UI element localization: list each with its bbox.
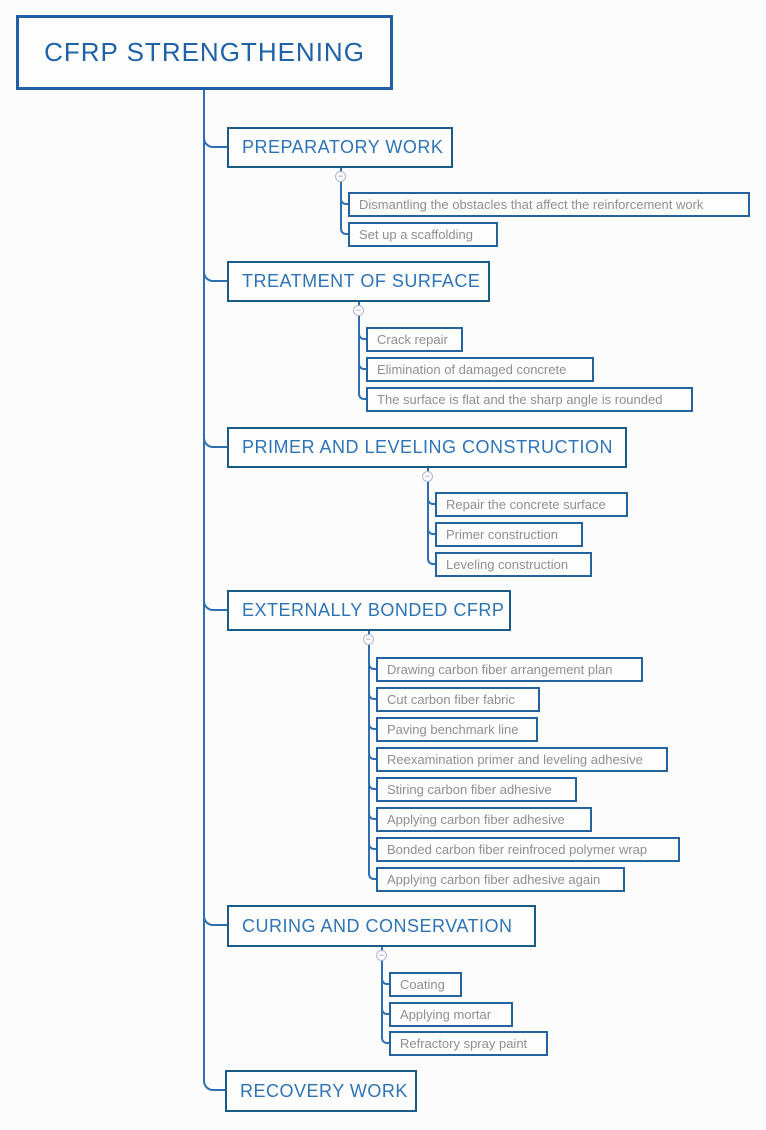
subtopic-node[interactable]: Repair the concrete surface — [435, 492, 628, 517]
collapse-icon[interactable]: − — [422, 471, 433, 482]
collapse-icon[interactable]: − — [353, 305, 364, 316]
collapse-icon[interactable]: − — [376, 950, 387, 961]
subtopic-node[interactable]: Leveling construction — [435, 552, 592, 577]
topic-node[interactable]: PREPARATORY WORK — [227, 127, 453, 168]
subtopic-node[interactable]: Bonded carbon fiber reinfroced polymer w… — [376, 837, 680, 862]
topic-node[interactable]: TREATMENT OF SURFACE — [227, 261, 490, 302]
branch-connector — [340, 168, 350, 235]
subtopic-node[interactable]: Crack repair — [366, 327, 463, 352]
collapse-icon[interactable]: − — [335, 171, 346, 182]
topic-node[interactable]: CURING AND CONSERVATION — [227, 905, 536, 947]
subtopic-node[interactable]: Reexamination primer and leveling adhesi… — [376, 747, 668, 772]
topic-node[interactable]: RECOVERY WORK — [225, 1070, 417, 1112]
subtopic-node[interactable]: Applying carbon fiber adhesive again — [376, 867, 625, 892]
subtopic-node[interactable]: Paving benchmark line — [376, 717, 538, 742]
subtopic-node[interactable]: Stiring carbon fiber adhesive — [376, 777, 577, 802]
subtopic-node[interactable]: Set up a scaffolding — [348, 222, 498, 247]
subtopic-node[interactable]: Primer construction — [435, 522, 583, 547]
branch-connector — [358, 302, 368, 400]
trunk-connector — [203, 90, 227, 1091]
subtopic-node[interactable]: Applying mortar — [389, 1002, 513, 1027]
subtopic-node[interactable]: Dismantling the obstacles that affect th… — [348, 192, 750, 217]
subtopic-node[interactable]: Cut carbon fiber fabric — [376, 687, 540, 712]
branch-connector — [368, 631, 378, 880]
branch-connector — [381, 947, 391, 1044]
subtopic-node[interactable]: Applying carbon fiber adhesive — [376, 807, 592, 832]
subtopic-node[interactable]: Drawing carbon fiber arrangement plan — [376, 657, 643, 682]
topic-node[interactable]: EXTERNALLY BONDED CFRP — [227, 590, 511, 631]
subtopic-node[interactable]: Refractory spray paint — [389, 1031, 548, 1056]
subtopic-node[interactable]: Elimination of damaged concrete — [366, 357, 594, 382]
branch-connector — [427, 468, 437, 565]
root-topic-node[interactable]: CFRP STRENGTHENING — [16, 15, 393, 90]
topic-node[interactable]: PRIMER AND LEVELING CONSTRUCTION — [227, 427, 627, 468]
subtopic-node[interactable]: The surface is flat and the sharp angle … — [366, 387, 693, 412]
collapse-icon[interactable]: − — [363, 634, 374, 645]
subtopic-node[interactable]: Coating — [389, 972, 462, 997]
